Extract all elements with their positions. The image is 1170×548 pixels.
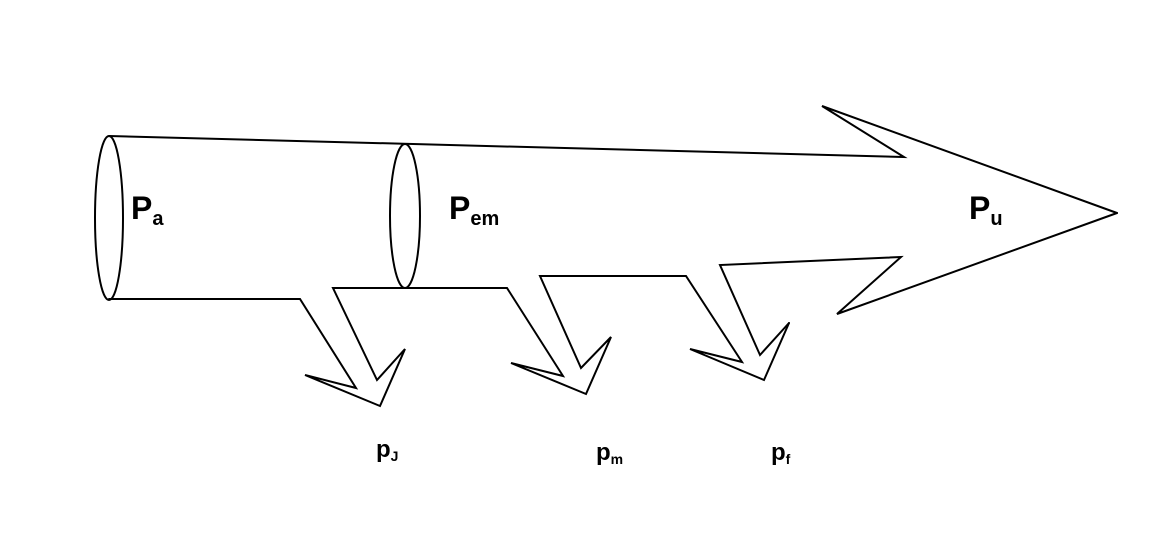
input-section-ellipse: [94, 135, 124, 301]
label-pu: Pu: [969, 190, 1003, 230]
label-pj: pJ: [376, 436, 398, 464]
joule-loss-branch: [108, 287, 406, 408]
mechanical-loss-branch: [404, 275, 790, 396]
main-arrow-bottom-edge: [718, 212, 1118, 357]
label-pm: pm: [596, 439, 623, 467]
airgap-section-ellipse: [389, 143, 421, 289]
label-pf: pf: [771, 439, 791, 467]
label-pem: Pem: [449, 190, 499, 230]
main-arrow-top-edge: [108, 105, 1118, 214]
label-pa: Pa: [131, 190, 164, 230]
